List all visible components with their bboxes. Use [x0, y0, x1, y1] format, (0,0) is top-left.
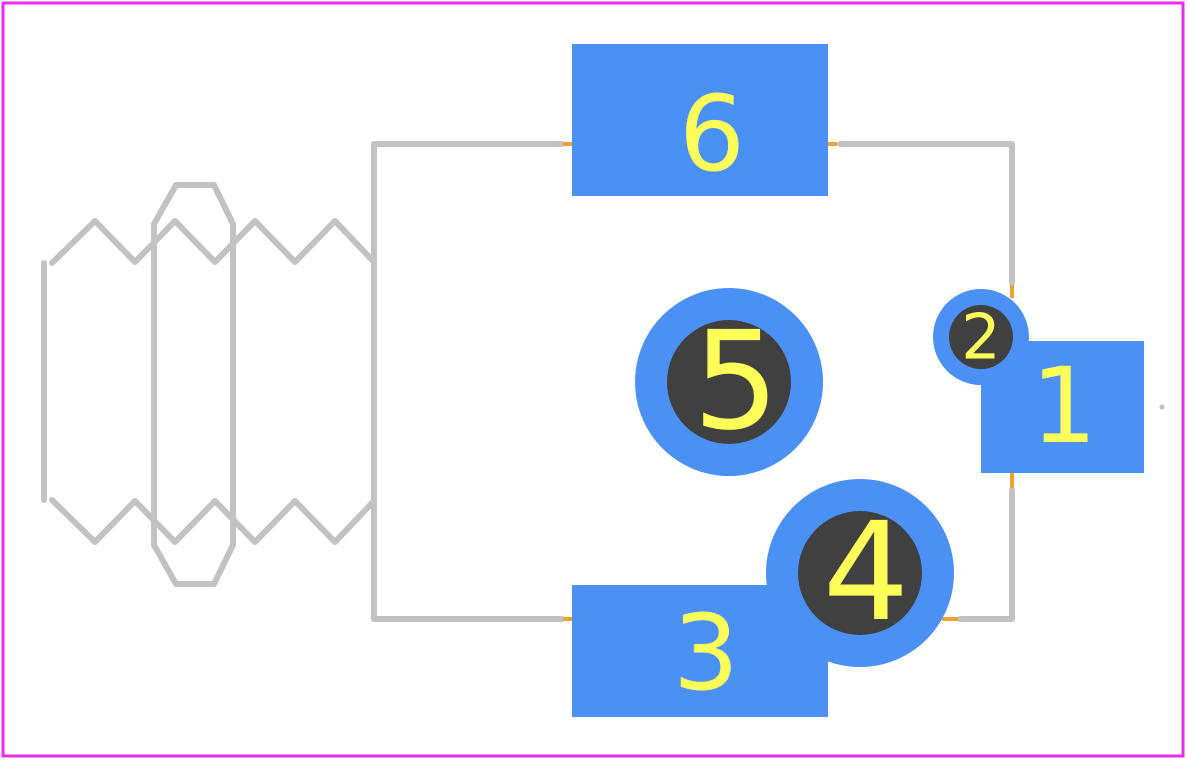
- pad-2-label: 2: [961, 301, 1000, 374]
- pad-1-label: 1: [1031, 345, 1097, 467]
- paste-marks: [563, 142, 1014, 621]
- pad-6-label: 6: [679, 73, 745, 195]
- pad-4-label: 4: [823, 494, 910, 652]
- pad-5-label: 5: [693, 303, 780, 461]
- pad-4[interactable]: 4: [766, 479, 954, 667]
- silkscreen-body: [371, 141, 1015, 622]
- pad-6-copper: [572, 44, 828, 196]
- pad-5[interactable]: 5: [635, 288, 823, 476]
- pad-2[interactable]: 2: [933, 289, 1029, 385]
- pad-5-drill: [667, 320, 791, 444]
- pad-4-drill: [798, 511, 922, 635]
- pad-2-drill: [949, 305, 1013, 369]
- silkscreen-thread: [41, 182, 377, 587]
- pad-6[interactable]: 6: [572, 44, 828, 196]
- pad-3-label: 3: [673, 592, 739, 714]
- origin-dot: [1159, 404, 1165, 410]
